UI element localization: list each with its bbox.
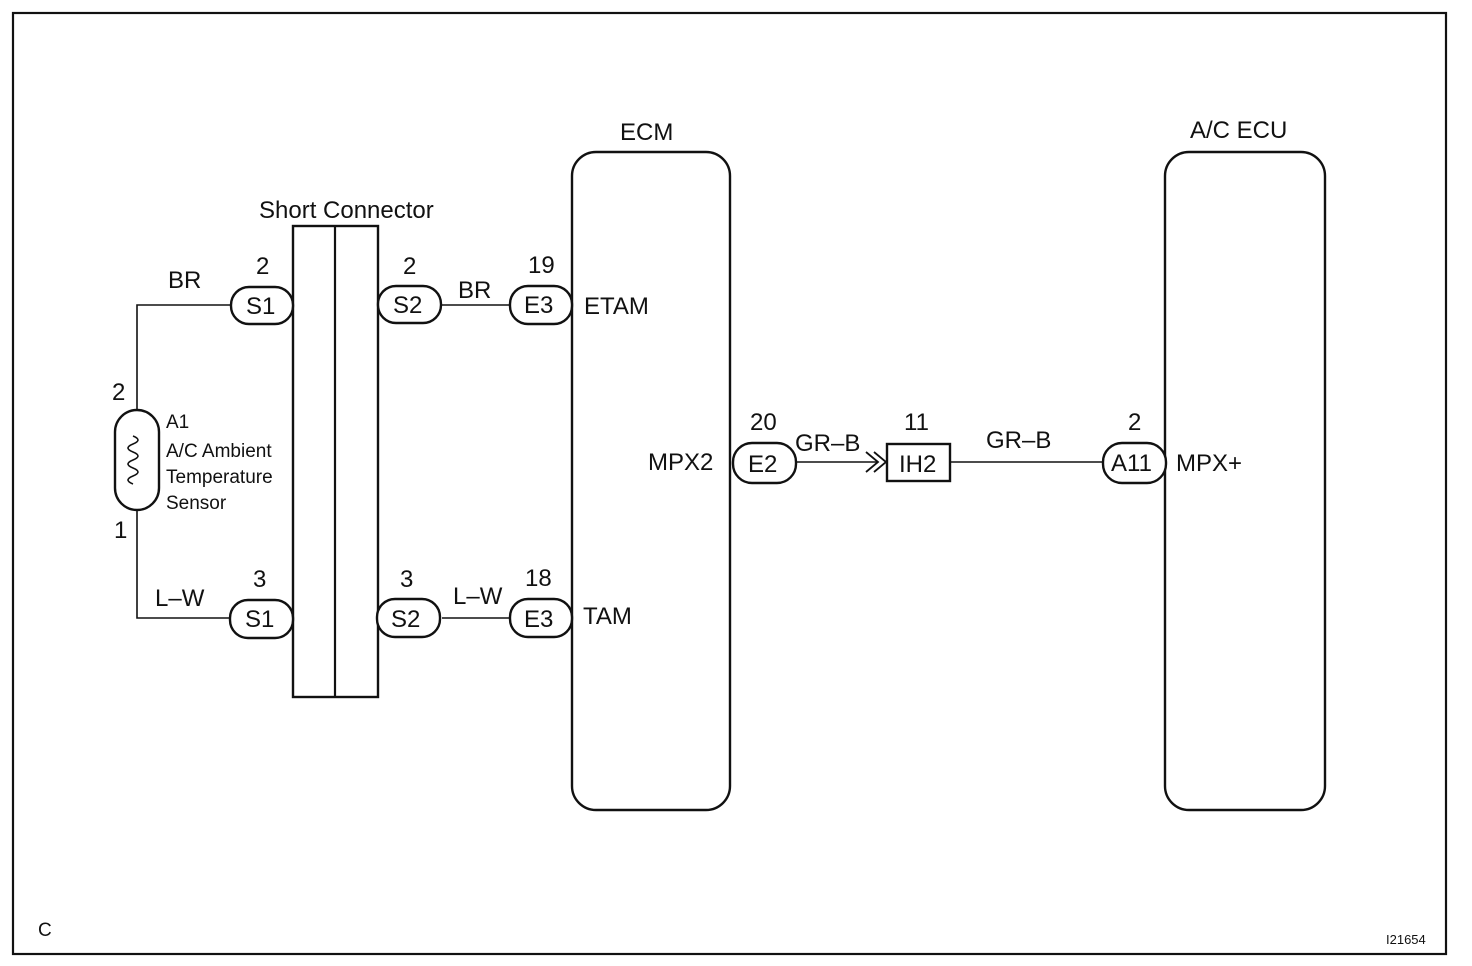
sensor-pin-bottom: 1 — [114, 517, 127, 544]
connector-pin: 19 — [528, 252, 555, 279]
connector-pin: 2 — [1128, 409, 1141, 436]
sensor-coil-icon — [127, 435, 139, 485]
ecm-mpx2-label: MPX2 — [648, 449, 713, 476]
wire-lw-left — [136, 510, 231, 619]
wire-label-br-left: BR — [168, 267, 201, 294]
ac-ecu-unit: A/C ECU MPX+ — [1163, 117, 1327, 812]
connector-pin: 3 — [253, 566, 266, 593]
connector-label: S1 — [246, 293, 275, 320]
ac-ecu-mpx-label: MPX+ — [1176, 450, 1242, 477]
figure-code: I21654 — [1386, 932, 1426, 947]
corner-letter: C — [38, 920, 52, 941]
connector-pin: 2 — [256, 253, 269, 280]
wire-label-grb-left: GR–B — [795, 430, 860, 457]
sensor-id: A1 — [166, 412, 189, 433]
wires — [136, 304, 1104, 619]
connector-pin: 18 — [525, 565, 552, 592]
wire-label-lw-left: L–W — [155, 585, 205, 612]
connector-label: IH2 — [899, 451, 936, 478]
inline-connector-chevron-icon — [865, 451, 880, 473]
ecm-etam-label: ETAM — [584, 293, 649, 320]
connector-label: E2 — [748, 451, 777, 478]
connector-pin: 3 — [400, 566, 413, 593]
short-connector: Short Connector — [259, 197, 434, 699]
connector-label: E3 — [524, 292, 553, 319]
connector-s1-top: S1 2 — [229, 253, 295, 326]
connectors: S1 2 S1 3 S2 2 S2 3 E3 19 E3 — [228, 252, 1168, 640]
diagram-frame — [11, 11, 1448, 956]
connector-label: S2 — [391, 606, 420, 633]
wire-label-br-right: BR — [458, 277, 491, 304]
connector-pin: 11 — [904, 409, 929, 436]
short-connector-title: Short Connector — [259, 197, 434, 224]
wire-labels: BR L–W BR L–W GR–B GR–B — [155, 267, 1051, 612]
ecm-body — [570, 150, 732, 812]
sensor-name-line1: A/C Ambient — [166, 441, 272, 462]
ecm-tam-label: TAM — [583, 603, 632, 630]
wire-label-grb-right: GR–B — [986, 427, 1051, 454]
wire-br-left — [136, 304, 233, 410]
connector-label: E3 — [524, 606, 553, 633]
connector-label: S1 — [245, 606, 274, 633]
sensor-name-line3: Sensor — [166, 493, 227, 514]
ecm-unit: ECM ETAM TAM MPX2 — [570, 119, 732, 812]
connector-a11: A11 2 — [1101, 409, 1168, 485]
connector-e3-top: E3 19 — [508, 252, 574, 326]
ecm-title: ECM — [620, 119, 673, 146]
connector-label: A11 — [1111, 450, 1152, 477]
wire-label-lw-right: L–W — [453, 583, 503, 610]
ac-ecu-title: A/C ECU — [1190, 117, 1287, 144]
sensor-body — [113, 408, 161, 512]
connector-ih2: IH2 11 — [865, 409, 952, 483]
connector-s1-bottom: S1 3 — [228, 566, 295, 640]
sensor-name-line2: Temperature — [166, 467, 273, 488]
connector-label: S2 — [393, 292, 422, 319]
sensor-pin-top: 2 — [112, 379, 125, 406]
connector-s2-bottom: S2 3 — [375, 566, 442, 639]
connector-pin: 20 — [750, 409, 777, 436]
ambient-temperature-sensor: 2 1 A1 A/C Ambient Temperature Sensor — [112, 379, 273, 544]
ac-ecu-body — [1163, 150, 1327, 812]
connector-pin: 2 — [403, 253, 416, 280]
connector-e2: E2 20 — [731, 409, 798, 485]
connector-s2-top: S2 2 — [376, 253, 443, 325]
connector-e3-bottom: E3 18 — [508, 565, 574, 639]
